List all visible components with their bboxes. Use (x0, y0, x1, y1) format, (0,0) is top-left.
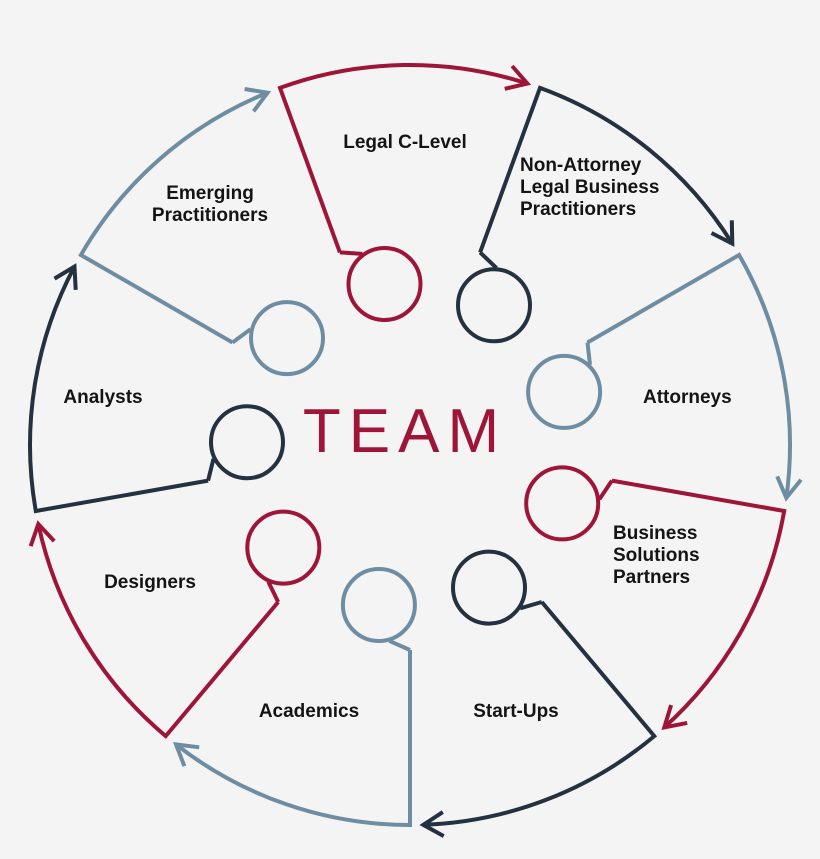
segment-circle-icon (451, 549, 527, 626)
arrowhead-icon (504, 64, 532, 91)
segment-outline (586, 252, 792, 499)
arrowhead-icon (53, 263, 78, 291)
segment-circle-icon (340, 567, 417, 643)
segment-label-line: Start-Ups (473, 701, 559, 722)
segment-label-line: Practitioners (152, 205, 268, 226)
segment-label-line: Legal Business (520, 177, 659, 198)
segment-label-line: Emerging (166, 183, 254, 204)
segment-connector (597, 479, 614, 501)
segment-label: Legal C-Level (343, 132, 467, 153)
segment-connector (388, 639, 411, 652)
segment-connector (206, 458, 216, 482)
segment-start-ups: Start-Ups (419, 549, 658, 838)
segment-label: Analysts (63, 387, 142, 408)
segment-connector (339, 250, 363, 256)
segment-circle-icon (346, 246, 423, 322)
segment-label-line: Academics (259, 701, 359, 722)
segment-circle-icon (524, 465, 601, 542)
segment-label-line: Analysts (63, 387, 142, 408)
segment-outline (28, 265, 209, 514)
arrowhead-icon (419, 810, 445, 838)
segment-circle-icon (245, 509, 322, 586)
arrowhead-icon (775, 475, 803, 502)
segment-attorneys: Attorneys (526, 252, 803, 502)
segment-connector (266, 580, 280, 603)
segment-connector (519, 600, 543, 611)
arrowhead-icon (28, 520, 56, 547)
segment-outline (78, 90, 269, 345)
segment-outline (423, 600, 658, 827)
segment-label-line: Partners (613, 567, 690, 588)
segment-label-line: Legal C-Level (343, 132, 467, 153)
segment-circle-icon (209, 404, 285, 481)
segment-label-line: Designers (104, 572, 196, 593)
segment-label: Start-Ups (473, 701, 559, 722)
segment-connector (585, 342, 592, 366)
segment-connector (231, 327, 252, 345)
segment-outline (36, 523, 280, 739)
segment-outline (611, 478, 787, 729)
arrowhead-icon (172, 742, 200, 767)
arrowhead-icon (244, 87, 272, 113)
center-title: TEAM (303, 397, 507, 466)
segment-analysts: Analysts (28, 263, 285, 514)
segment-circle-icon (456, 267, 532, 344)
arrowhead-icon (710, 220, 735, 247)
segment-circle-icon (249, 300, 325, 377)
segment-connector (478, 250, 498, 270)
segment-academics: Academics (172, 567, 417, 828)
segment-label: Attorneys (643, 387, 732, 408)
segment-label-line: Solutions (613, 545, 700, 566)
segment-outline (277, 63, 529, 254)
segment-label-line: Business (613, 523, 697, 544)
segment-circle-icon (526, 353, 603, 430)
segment-outline (478, 85, 734, 254)
segment-designers: Designers (28, 509, 322, 739)
segment-label: Designers (104, 572, 196, 593)
segment-outline (174, 650, 412, 828)
segment-label-line: Non-Attorney (520, 155, 642, 176)
segment-label: Academics (259, 701, 359, 722)
segment-legal-c-level: Legal C-Level (277, 63, 532, 322)
segment-label-line: Practitioners (520, 199, 636, 220)
segment-label-line: Attorneys (643, 387, 732, 408)
arrowhead-icon (661, 704, 688, 731)
